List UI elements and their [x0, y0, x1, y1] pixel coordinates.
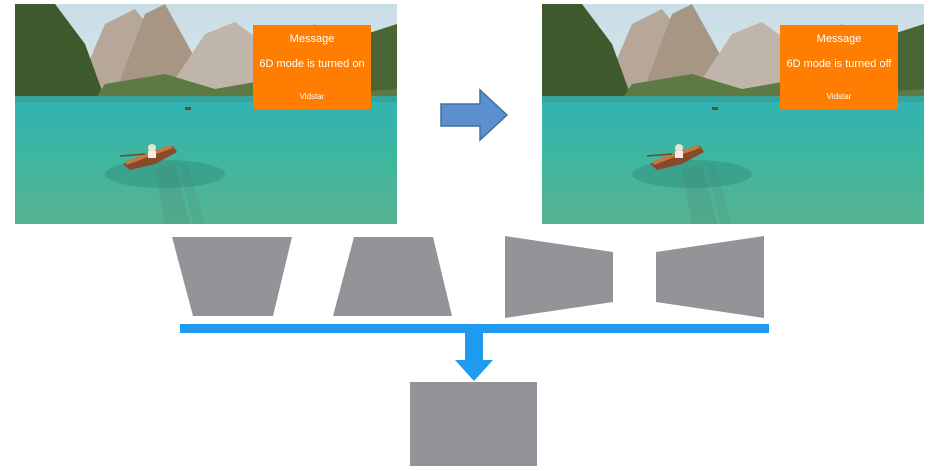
message-title: Message — [289, 33, 335, 45]
vidstar-logo: Vidstar — [827, 92, 852, 101]
connector-bar — [180, 324, 769, 333]
message-box: Message 6D mode is turned on Vidstar — [253, 25, 371, 109]
message-text: 6D mode is turned off — [786, 58, 892, 70]
trapezoid-narrow-bottom — [172, 237, 292, 316]
trapezoid-narrow-right — [505, 236, 613, 318]
message-title: Message — [816, 33, 862, 45]
message-box: Message 6D mode is turned off Vidstar — [780, 25, 898, 109]
svg-text:Vidstar: Vidstar — [827, 92, 852, 101]
vidstar-logo: Vidstar — [300, 92, 325, 101]
down-arrow-icon — [455, 333, 493, 381]
message-text: 6D mode is turned on — [259, 58, 365, 70]
svg-text:Vidstar: Vidstar — [300, 92, 325, 101]
trapezoid-narrow-top — [333, 237, 452, 316]
right-arrow-icon — [440, 88, 509, 142]
rectangle-corrected — [410, 382, 537, 466]
screen-before: Message 6D mode is turned on Vidstar — [15, 4, 397, 224]
trapezoid-narrow-left — [656, 236, 764, 318]
screen-after: Message 6D mode is turned off Vidstar — [542, 4, 924, 224]
